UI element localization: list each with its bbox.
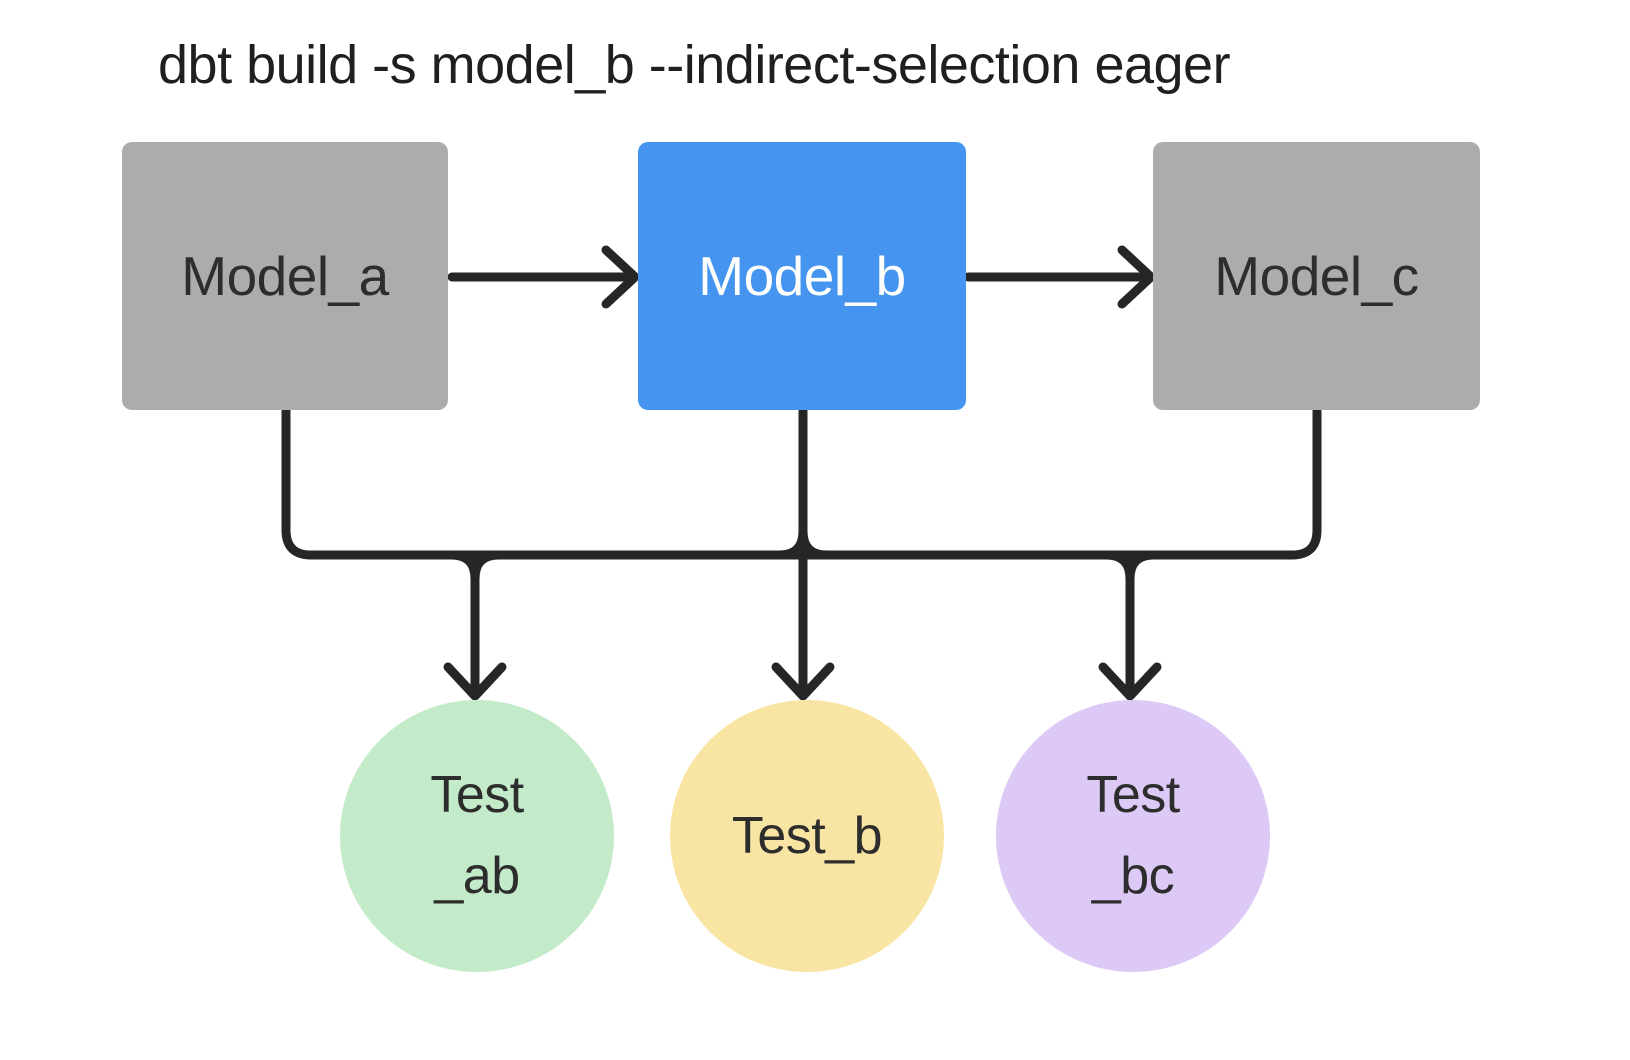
test-ab-label-line2: _ab bbox=[434, 847, 520, 905]
test-b-label-line1: Test_b bbox=[731, 806, 883, 865]
test-bc-label-line2: _bc bbox=[1091, 847, 1175, 905]
page-title: dbt build -s model_b --indirect-selectio… bbox=[158, 35, 1231, 95]
node-test-ab: Test _ab bbox=[340, 700, 614, 972]
model-a-label: Model_a bbox=[181, 245, 389, 307]
node-test-b: Test_b bbox=[670, 700, 944, 972]
test-ab-label-line1: Test bbox=[430, 766, 524, 825]
node-model-b: Model_b bbox=[638, 142, 966, 410]
node-test-bc: Test _bc bbox=[996, 700, 1270, 972]
edge-test-ab-arrowhead-icon bbox=[443, 662, 507, 701]
edge-model-b-model-c-arrowhead-icon bbox=[1117, 245, 1156, 309]
edge-model-a-model-b-arrowhead-icon bbox=[601, 245, 640, 309]
model-b-label: Model_b bbox=[698, 245, 906, 307]
node-model-c: Model_c bbox=[1153, 142, 1480, 410]
edge-test-b-arrowhead-icon bbox=[771, 662, 835, 701]
test-bc-label-line1: Test bbox=[1086, 766, 1180, 825]
node-model-a: Model_a bbox=[122, 142, 448, 410]
edge-test-bc-arrowhead-icon bbox=[1098, 662, 1162, 701]
edge-strokes bbox=[281, 245, 1322, 701]
model-c-label: Model_c bbox=[1214, 245, 1419, 307]
